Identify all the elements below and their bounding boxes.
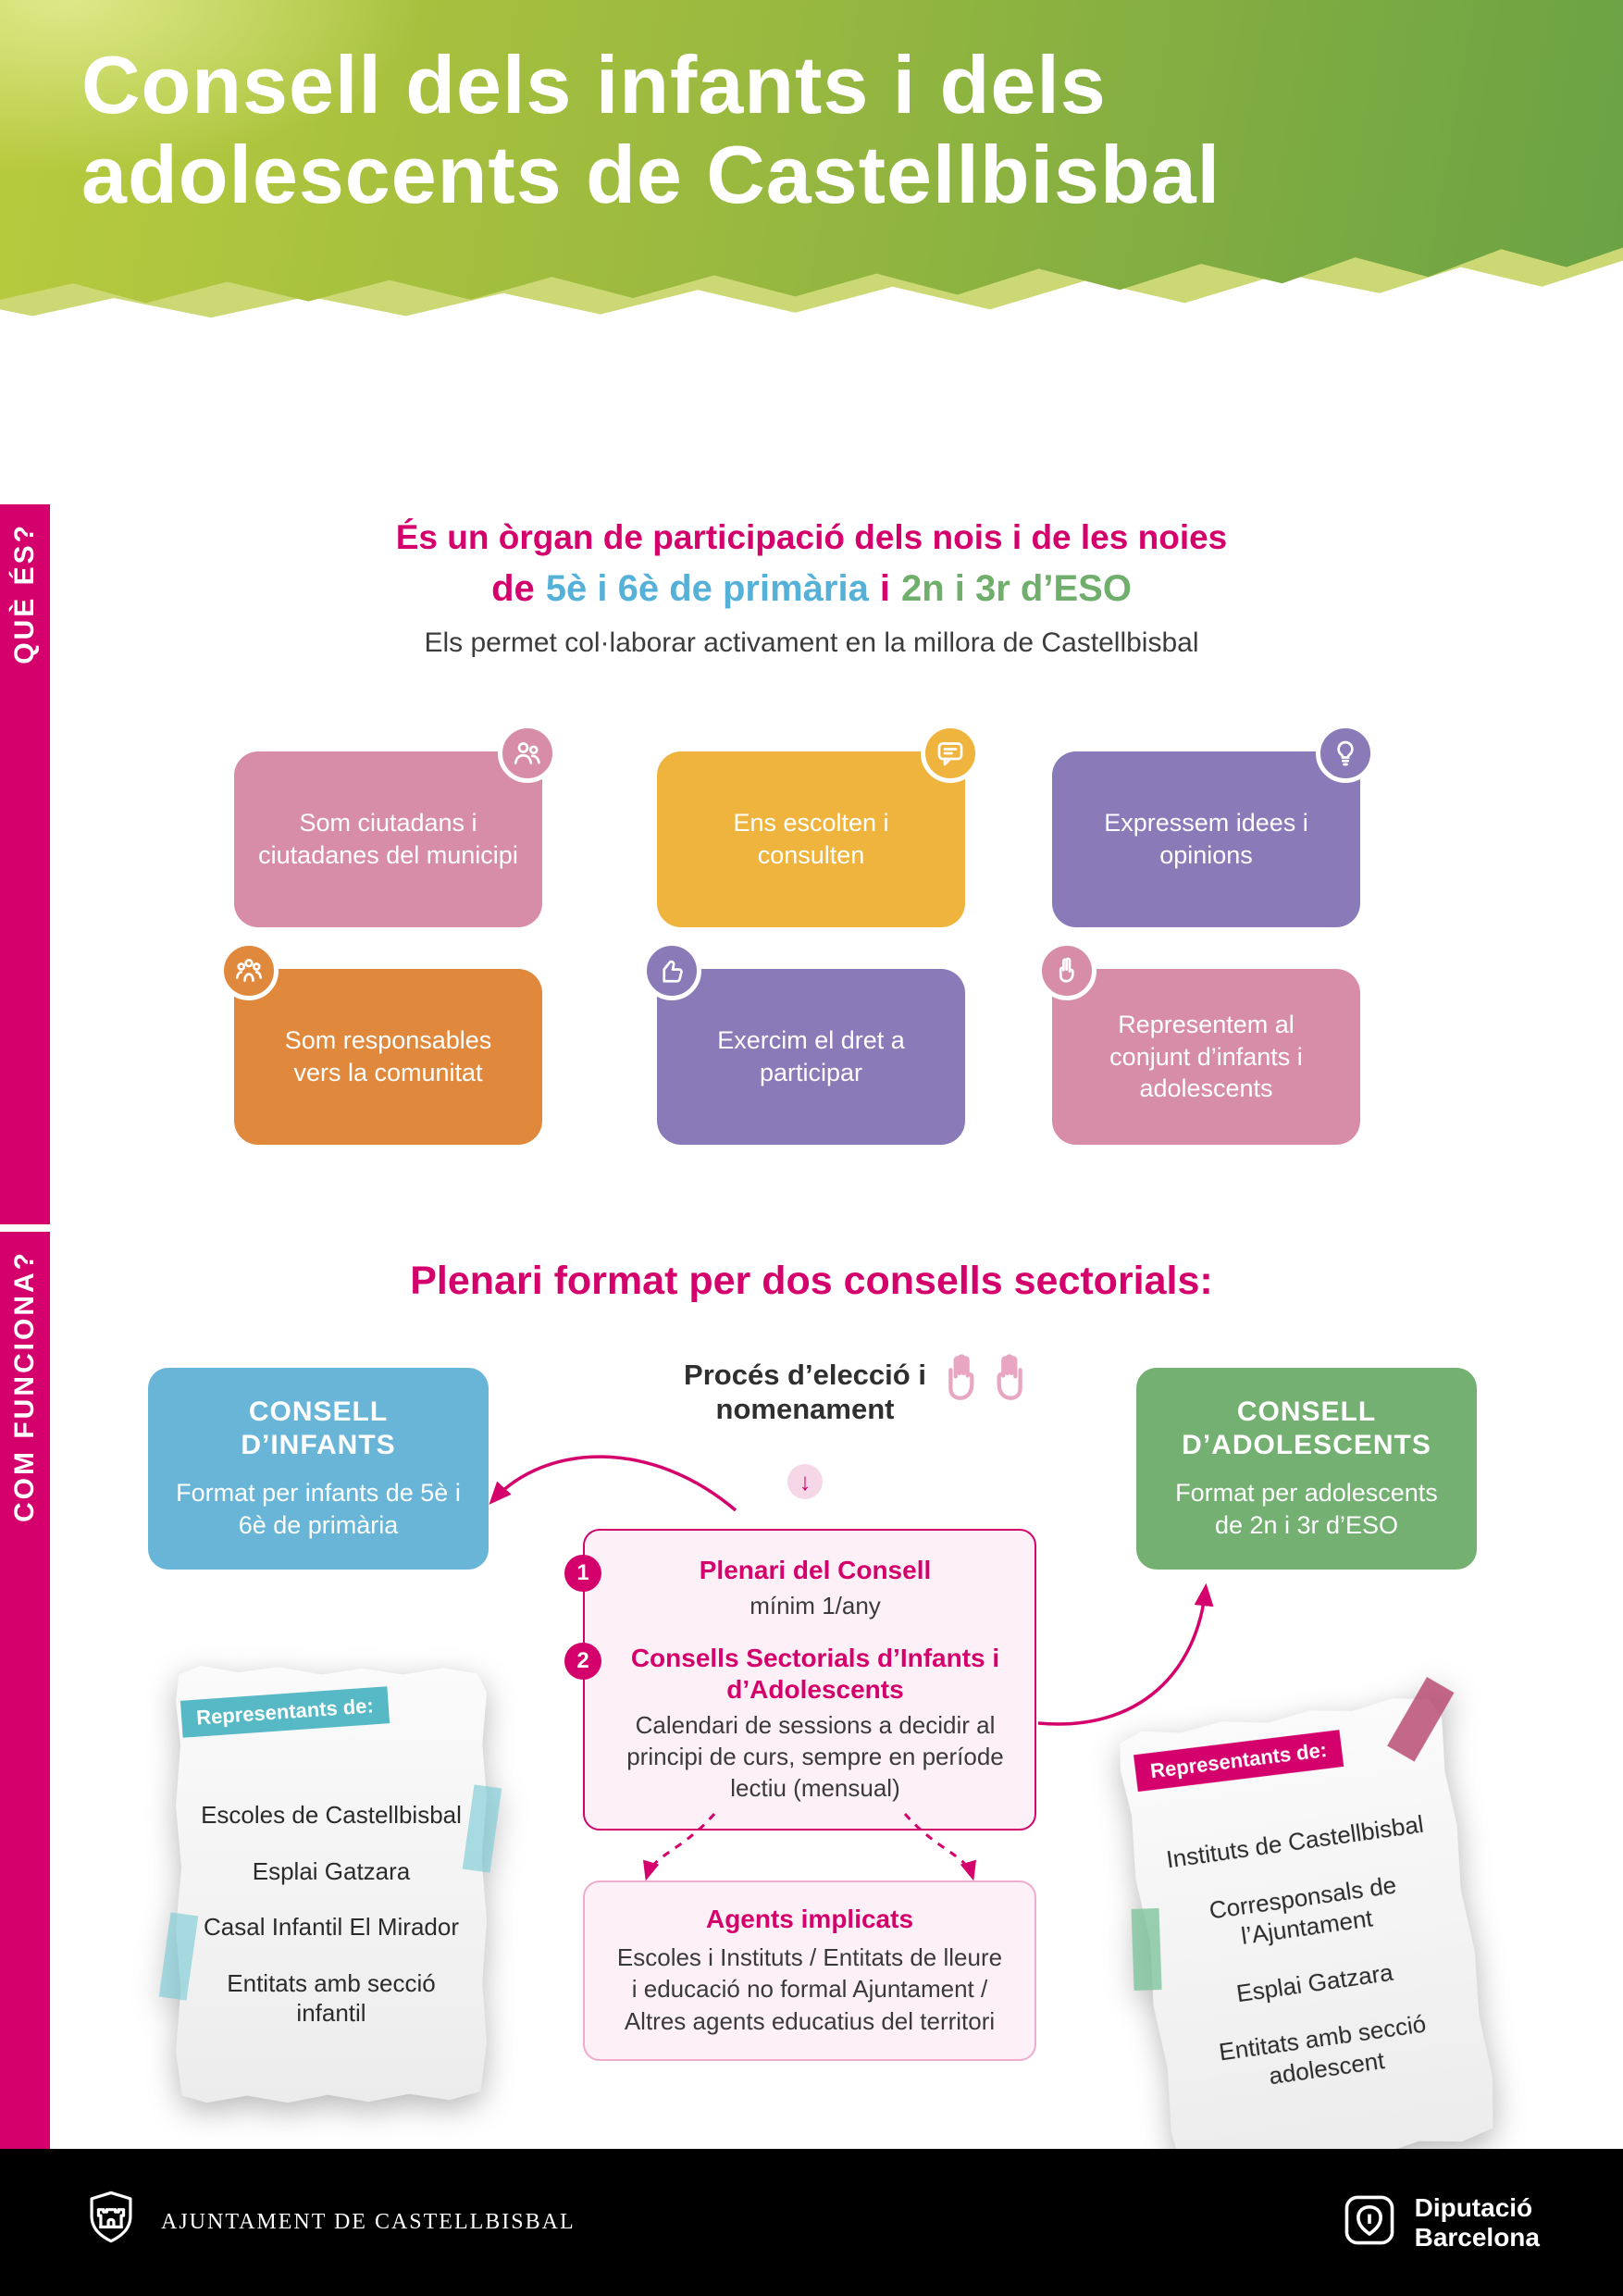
step-1-body: mínim 1/any xyxy=(750,1592,881,1620)
process-step-2: 2 Consells Sectorials d’Infants i d’Adol… xyxy=(564,1642,1009,1805)
process-title: Procés d’elecció i nomenament xyxy=(684,1359,926,1425)
council-infants-box: CONSELL D’INFANTS Format per infants de … xyxy=(148,1368,489,1570)
castle-shield-icon xyxy=(83,2191,139,2254)
page-title: Consell dels infants i dels adolescents … xyxy=(81,39,1221,220)
left-note-items: Escoles de Castellbisbal Esplai Gatzara … xyxy=(198,1800,465,2054)
diputacio-line1: Diputació xyxy=(1414,2193,1533,2223)
ideas-icon xyxy=(1316,724,1375,783)
tape-strip xyxy=(1131,1907,1162,1991)
ajuntament-label: AJUNTAMENT DE CASTELLBISBAL xyxy=(161,2210,576,2234)
representatives-note-infants: Representants de: Escoles de Castellbisb… xyxy=(158,1666,502,2104)
community-icon xyxy=(219,941,279,1000)
what-grades-line: de 5è i 6è de primària i 2n i 3r d’ESO xyxy=(93,568,1530,610)
sidebar-how-label: COM FUNCIONA? xyxy=(9,1250,40,1522)
how-heading: Plenari format per dos consells sectoria… xyxy=(410,1259,1213,1303)
council-adolescents-title: CONSELL D’ADOLESCENTS xyxy=(1182,1396,1431,1460)
process-box: 1 Plenari del Consell mínim 1/any 2 Cons… xyxy=(564,1529,1036,1831)
right-note-items: Instituts de Castellbisbal Corresponsals… xyxy=(1154,1807,1472,2128)
list-item: Escoles de Castellbisbal xyxy=(201,1801,462,1829)
participate-icon xyxy=(642,941,701,1000)
list-item: Entitats amb secció infantil xyxy=(227,1968,436,2028)
raised-hands-icon xyxy=(946,1340,1025,1409)
list-item: Esplai Gatzara xyxy=(1234,1957,1395,2007)
diputacio-line2: Barcelona xyxy=(1414,2222,1540,2252)
grades-connector: i xyxy=(879,568,890,609)
torn-paper xyxy=(176,1666,487,2104)
card-community: Som responsables vers la comunitat xyxy=(219,941,542,1145)
page-title-line2: adolescents de Castellbisbal xyxy=(81,128,1221,220)
card-represent: Representem al conjunt d’infants i adole… xyxy=(1037,941,1360,1145)
sidebar-what-label: QUÈ ÉS? xyxy=(9,523,40,664)
list-item: Entitats amb secció adolescent xyxy=(1217,2009,1428,2090)
card-represent-label: Representem al conjunt d’infants i adole… xyxy=(1109,1011,1303,1103)
step-1-number: 1 xyxy=(564,1555,601,1592)
grades-primary: 5è i 6è de primària xyxy=(545,568,869,609)
diputacio-icon xyxy=(1341,2191,1398,2253)
representatives-note-adolescents: Representants de: Instituts de Castellbi… xyxy=(1115,1677,1501,2186)
represent-icon xyxy=(1037,941,1096,1000)
council-adolescents-body: Format per adolescents de 2n i 3r d’ESO xyxy=(1175,1479,1438,1540)
header-gradient: Consell dels infants i dels adolescents … xyxy=(0,0,1623,304)
list-item: Casal Infantil El Mirador xyxy=(204,1913,459,1941)
agents-body: Escoles i Instituts / Entitats de lleure… xyxy=(616,1943,1003,2035)
what-heading: És un òrgan de participació dels nois i … xyxy=(395,518,1228,556)
grades-eso: 2n i 3r d’ESO xyxy=(900,568,1132,609)
citizens-icon xyxy=(498,724,557,783)
step-2-body: Calendari de sessions a decidir al princ… xyxy=(626,1711,1004,1802)
card-community-label: Som responsables vers la comunitat xyxy=(284,1026,492,1086)
card-participate: Exercim el dret a participar xyxy=(642,941,965,1145)
agents-box: Agents implicats Escoles i Instituts / E… xyxy=(583,1880,1036,2061)
step-2-title: Consells Sectorials d’Infants i d’Adoles… xyxy=(630,1643,1000,1705)
card-citizens: Som ciutadans i ciutadanes del municipi xyxy=(234,724,557,927)
list-item: Corresponsals de l’Ajuntament xyxy=(1207,1869,1398,1950)
diputacio-logo: Diputació Barcelona xyxy=(1341,2191,1540,2253)
diputacio-label: Diputació Barcelona xyxy=(1415,2193,1540,2252)
ajuntament-logo: AJUNTAMENT DE CASTELLBISBAL xyxy=(83,2191,576,2254)
footer-bar: AJUNTAMENT DE CASTELLBISBAL Diputació Ba… xyxy=(0,2149,1623,2296)
agents-title: Agents implicats xyxy=(705,1905,914,1933)
step-2-number: 2 xyxy=(564,1642,601,1680)
what-subheading: Els permet col·laborar activament en la … xyxy=(424,627,1199,658)
header-banner: Consell dels infants i dels adolescents … xyxy=(0,0,1623,326)
card-listen-label: Ens escolten i consulten xyxy=(733,809,889,869)
council-infants-body: Format per infants de 5è i 6è de primàri… xyxy=(176,1479,461,1540)
sidebar-section-how: COM FUNCIONA? xyxy=(0,1232,50,2149)
page-title-line1: Consell dels infants i dels xyxy=(81,39,1107,130)
card-ideas: Expressem idees i opinions xyxy=(1052,724,1375,927)
down-arrow-icon: ↓ xyxy=(787,1464,823,1499)
sidebar-section-what: QUÈ ÉS? xyxy=(0,504,50,1224)
step-1-title: Plenari del Consell xyxy=(699,1556,932,1584)
card-ideas-label: Expressem idees i opinions xyxy=(1104,809,1308,869)
card-citizens-label: Som ciutadans i ciutadanes del municipi xyxy=(258,809,518,869)
council-adolescents-box: CONSELL D’ADOLESCENTS Format per adolesc… xyxy=(1136,1368,1477,1570)
process-step-1: 1 Plenari del Consell mínim 1/any xyxy=(564,1555,1009,1622)
card-participate-label: Exercim el dret a participar xyxy=(717,1026,905,1086)
list-item: Esplai Gatzara xyxy=(252,1856,411,1885)
council-infants-title: CONSELL D’INFANTS xyxy=(241,1396,396,1460)
listen-icon xyxy=(921,724,980,783)
card-listen: Ens escolten i consulten xyxy=(657,724,980,927)
grades-de: de xyxy=(491,568,535,609)
